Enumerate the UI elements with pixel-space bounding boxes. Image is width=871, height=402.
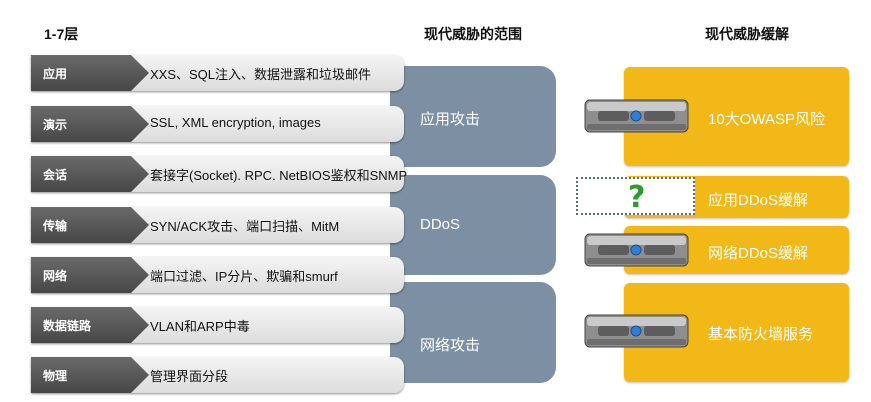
threat-group-ddos (390, 175, 556, 275)
layer-row-session: 会话 套接字(Socket). RPC. NetBIOS鉴权和SNMP (31, 156, 408, 192)
layer-examples: XXS、SQL注入、数据泄露和垃圾邮件 (150, 67, 372, 82)
mitigation-header: 现代威胁缓解 (705, 26, 789, 42)
threat-group-network-attack (390, 282, 556, 383)
layer-examples: SYN/ACK攻击、端口扫描、MitM (150, 219, 340, 234)
layer-name: 网络 (43, 269, 68, 283)
threat-group-label-network-attack: 网络攻击 (420, 337, 481, 354)
layer-tab (31, 307, 149, 343)
threat-group-label-app-attack: 应用攻击 (420, 111, 481, 128)
layer-row-application: 应用 XXS、SQL注入、数据泄露和垃圾邮件 (31, 55, 404, 91)
layer-row-physical: 物理 管理界面分段 (31, 357, 404, 393)
layer-examples: 端口过滤、IP分片、欺骗和smurf (150, 269, 338, 284)
server-appliance-icon (584, 99, 689, 133)
layer-tab (31, 357, 149, 393)
server-appliance-icon (584, 314, 689, 348)
layer-examples: 管理界面分段 (150, 369, 229, 384)
layer-row-data-link: 数据链路 VLAN和ARP中毒 (31, 307, 404, 343)
layer-tab (31, 156, 149, 192)
layer-name: 会话 (43, 168, 68, 182)
mitigation-label-owasp: 10大OWASP风险 (708, 111, 825, 128)
layer-row-presentation: 演示 SSL, XML encryption, images (31, 106, 404, 142)
layer-row-network: 网络 端口过滤、IP分片、欺骗和smurf (31, 257, 404, 293)
layer-name: 物理 (43, 369, 68, 383)
missing-appliance-placeholder (576, 177, 695, 215)
question-mark-icon: ? (628, 180, 646, 215)
threat-group-label-ddos: DDoS (420, 216, 461, 233)
layer-name: 演示 (43, 118, 68, 132)
threat-group-app-attack (390, 66, 556, 167)
mitigation-label-app-ddos: 应用DDoS缓解 (708, 192, 809, 209)
layer-examples: SSL, XML encryption, images (150, 115, 321, 130)
layer-examples: VLAN和ARP中毒 (150, 319, 250, 334)
mitigation-label-network-ddos: 网络DDoS缓解 (708, 245, 809, 262)
layer-name: 数据链路 (43, 319, 92, 333)
layer-tab (31, 207, 149, 243)
layer-tab (31, 55, 149, 91)
layer-row-transport: 传输 SYN/ACK攻击、端口扫描、MitM (31, 207, 404, 243)
mitigation-label-firewall: 基本防火墙服务 (708, 326, 814, 343)
layer-tab (31, 257, 149, 293)
layer-name: 传输 (43, 219, 68, 233)
layer-tab (31, 106, 149, 142)
layer-name: 应用 (43, 67, 68, 81)
layer-examples: 套接字(Socket). RPC. NetBIOS鉴权和SNMP (150, 168, 408, 183)
threat-scope-header: 现代威胁的范围 (424, 26, 522, 42)
server-appliance-icon (584, 233, 689, 267)
layers-header: 1-7层 (44, 26, 79, 42)
